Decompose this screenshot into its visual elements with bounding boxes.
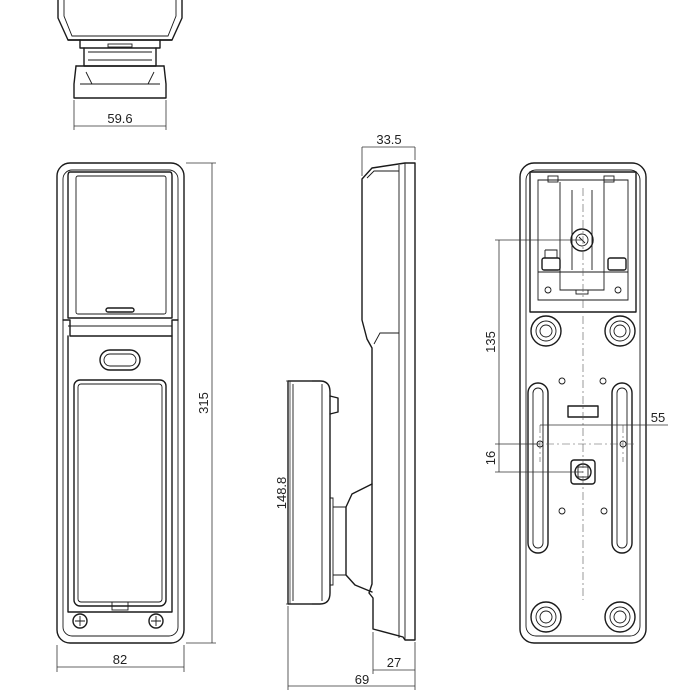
dim-label-top-width: 59.6: [107, 111, 132, 126]
dim-front-height: 315: [186, 162, 216, 644]
dim-rear-135: 135: [483, 239, 582, 445]
dim-label-handle-height: 148.8: [274, 477, 289, 510]
dim-label-rear-16: 16: [483, 451, 498, 465]
dim-handle-height: 148.8: [274, 380, 312, 605]
dim-label-side-top: 33.5: [376, 132, 401, 147]
dim-side-bottom: 27: [372, 632, 416, 690]
dim-rear-16: 16: [483, 444, 583, 473]
dim-label-side-total: 69: [355, 672, 369, 687]
front-view: [56, 162, 185, 644]
dim-rear-55: 55: [540, 410, 668, 426]
dim-label-front-width: 82: [113, 652, 127, 667]
dim-front-width: 82: [56, 645, 185, 672]
dim-label-rear-135: 135: [483, 331, 498, 353]
top-view: [57, 0, 183, 99]
dim-label-rear-55: 55: [651, 410, 665, 425]
dim-label-side-bottom: 27: [387, 655, 401, 670]
side-view: [287, 162, 416, 641]
dim-top-width: 59.6: [73, 100, 167, 130]
dim-side-top: 33.5: [361, 132, 416, 176]
dim-side-total: 69: [287, 606, 415, 690]
dim-label-height: 315: [196, 392, 211, 414]
rear-view: [519, 162, 647, 644]
